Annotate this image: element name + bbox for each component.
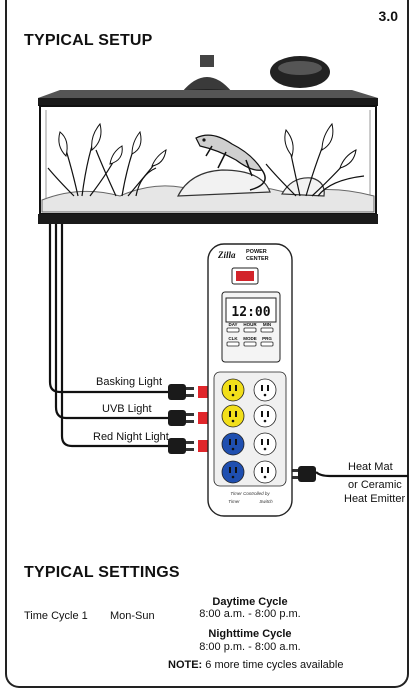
label-basking-light: Basking Light bbox=[96, 376, 163, 388]
timer-button-prg: PRG bbox=[262, 336, 272, 341]
lizard-icon bbox=[195, 134, 266, 191]
light-fixture-icon bbox=[270, 56, 330, 88]
timer-button-day: DAY bbox=[228, 322, 237, 327]
note-label: NOTE: bbox=[168, 659, 203, 671]
note-line: NOTE: 6 more time cycles available bbox=[168, 659, 343, 671]
label-heat-mat: Heat Mat bbox=[348, 461, 393, 473]
time-cycle-label: Time Cycle 1 bbox=[24, 610, 88, 622]
typical-setup-heading: TYPICAL SETUP bbox=[24, 32, 153, 49]
label-red-night-light: Red Night Light bbox=[93, 431, 169, 443]
device-footer-line1: Timer Controlled by bbox=[230, 491, 270, 496]
note-text: 6 more time cycles available bbox=[205, 659, 344, 671]
plug-red-night bbox=[168, 438, 194, 454]
heat-lamp-icon bbox=[181, 55, 233, 95]
timer-button-mode: MODE bbox=[243, 336, 257, 341]
device-footer-switch: Switch bbox=[259, 499, 273, 504]
timer-button-min: MIN bbox=[263, 322, 271, 327]
power-cords bbox=[48, 224, 408, 478]
timer-button-clk: CLK bbox=[228, 336, 238, 341]
label-or-ceramic: or Ceramic bbox=[348, 479, 402, 491]
nighttime-cycle-title: Nighttime Cycle bbox=[208, 628, 292, 640]
page-number: 3.0 bbox=[378, 8, 398, 24]
device-name-line1: POWER bbox=[246, 249, 267, 255]
terrarium-lid bbox=[38, 90, 378, 106]
power-center-device bbox=[207, 243, 293, 517]
timer-button-hour: HOUR bbox=[243, 322, 257, 327]
daytime-cycle-title: Daytime Cycle bbox=[212, 596, 288, 608]
nighttime-cycle-time: 8:00 p.m. - 8:00 a.m. bbox=[199, 641, 301, 653]
timer-display: 12:00 bbox=[231, 305, 270, 320]
plug-heat bbox=[290, 466, 316, 482]
label-heat-emitter: Heat Emitter bbox=[344, 493, 406, 505]
typical-settings-heading: TYPICAL SETTINGS bbox=[24, 564, 180, 581]
device-brand: Zilla bbox=[217, 250, 236, 260]
daytime-cycle-time: 8:00 a.m. - 8:00 p.m. bbox=[199, 608, 301, 620]
terrarium-base bbox=[38, 214, 378, 224]
days-label: Mon-Sun bbox=[110, 610, 155, 622]
plug-uvb bbox=[168, 410, 194, 426]
plug-basking bbox=[168, 384, 194, 400]
label-uvb-light: UVB Light bbox=[102, 403, 152, 415]
device-name-line2: CENTER bbox=[246, 256, 269, 262]
terrarium-tank bbox=[39, 105, 377, 215]
device-footer-timer: Timer bbox=[228, 499, 240, 504]
